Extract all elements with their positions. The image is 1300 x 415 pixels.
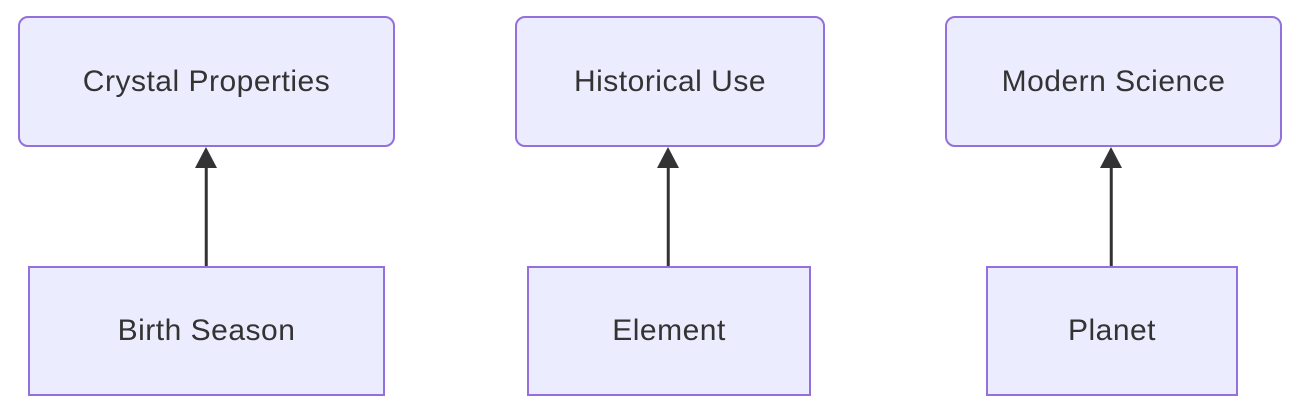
edge-element-to-historical-use <box>657 147 679 266</box>
node-crystal-properties: Crystal Properties <box>18 16 395 147</box>
node-modern-science: Modern Science <box>945 16 1282 147</box>
node-crystal-properties-label: Crystal Properties <box>82 64 331 98</box>
edge-line <box>666 165 670 266</box>
node-planet: Planet <box>986 266 1238 396</box>
edge-birth-season-to-crystal-properties <box>195 147 217 266</box>
node-birth-season: Birth Season <box>28 266 385 396</box>
node-historical-use-label: Historical Use <box>573 64 767 98</box>
arrowhead-up-icon <box>1100 147 1122 168</box>
node-birth-season-label: Birth Season <box>117 314 296 347</box>
edge-line <box>204 165 208 266</box>
node-planet-label: Planet <box>1067 314 1157 347</box>
node-historical-use: Historical Use <box>515 16 825 147</box>
node-modern-science-label: Modern Science <box>1001 64 1226 98</box>
node-element-label: Element <box>612 314 726 347</box>
arrowhead-up-icon <box>657 147 679 168</box>
edge-line <box>1109 165 1113 266</box>
edge-planet-to-modern-science <box>1100 147 1122 266</box>
arrowhead-up-icon <box>195 147 217 168</box>
node-element: Element <box>527 266 811 396</box>
